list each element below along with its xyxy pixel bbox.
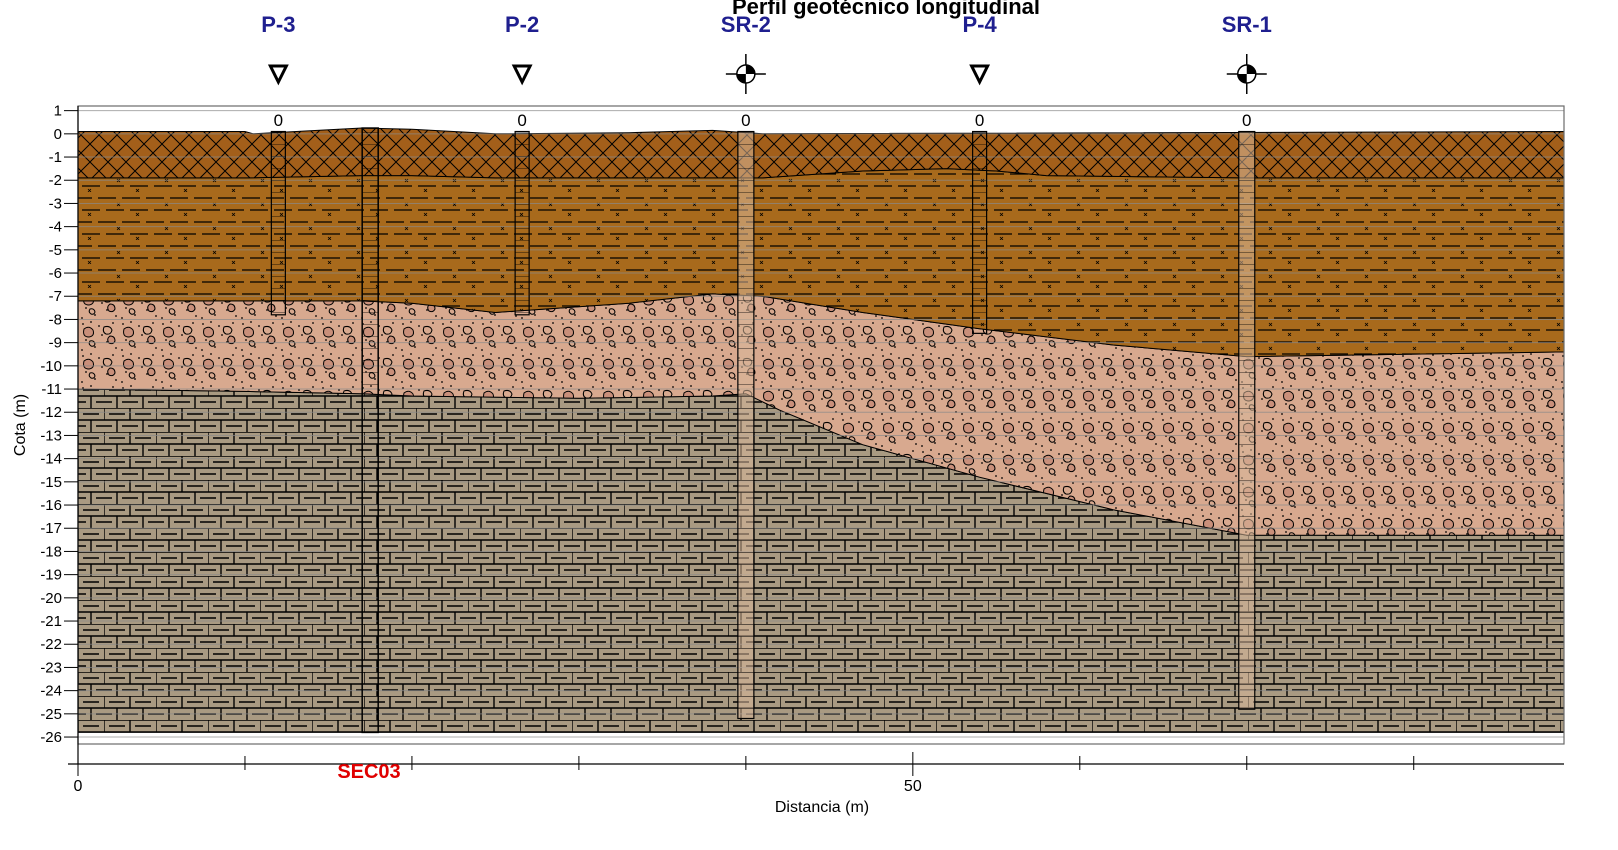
y-tick-label: -19 bbox=[40, 567, 62, 584]
borehole-column-ticks bbox=[737, 131, 754, 719]
borehole-p-2: P-2 0 bbox=[505, 12, 539, 316]
y-tick-label: -4 bbox=[49, 219, 62, 236]
piezometer-icon bbox=[511, 64, 533, 86]
borehole-depth-label: 0 bbox=[741, 111, 750, 130]
y-tick-label: -2 bbox=[49, 172, 62, 189]
y-tick-label: -22 bbox=[40, 636, 62, 653]
y-tick-label: -1 bbox=[49, 149, 62, 166]
y-tick-label: -24 bbox=[40, 683, 62, 700]
y-tick-label: -18 bbox=[40, 543, 62, 560]
y-tick-label: -6 bbox=[49, 265, 62, 282]
borehole-name: P-2 bbox=[505, 12, 539, 37]
borehole-sr-2: SR-2 0 bbox=[721, 12, 771, 720]
borehole-column-ticks bbox=[515, 131, 530, 315]
y-tick-label: -20 bbox=[40, 590, 62, 607]
piezometer-icon bbox=[969, 64, 991, 86]
borehole-column-ticks bbox=[1238, 131, 1255, 710]
y-tick-label: -26 bbox=[40, 729, 62, 746]
x-axis-title: Distancia (m) bbox=[775, 799, 869, 816]
y-tick-label: -25 bbox=[40, 706, 62, 723]
borehole-p-4: P-4 0 bbox=[962, 12, 997, 334]
boreholes: P-3 0 P-2 0 SR-2 0 P-4 0 SR-1 0 bbox=[261, 12, 1272, 720]
borehole-depth-label: 0 bbox=[975, 111, 984, 130]
borehole-depth-label: 0 bbox=[517, 111, 526, 130]
drill-symbol-icon bbox=[725, 54, 766, 94]
borehole-column-ticks bbox=[972, 131, 987, 334]
y-tick-label: -13 bbox=[40, 427, 62, 444]
y-tick-label: -9 bbox=[49, 335, 62, 352]
piezometer-icon bbox=[267, 64, 289, 86]
y-tick-label: -21 bbox=[40, 613, 62, 630]
y-tick-label: -3 bbox=[49, 195, 62, 212]
borehole-name: SR-2 bbox=[721, 12, 771, 37]
x-tick-label: 50 bbox=[904, 778, 922, 795]
chart-title: Perfil geotécnico longitudinal bbox=[732, 0, 1040, 19]
y-axis-title: Cota (m) bbox=[12, 394, 29, 456]
drill-symbol-icon bbox=[1226, 54, 1267, 94]
x-tick-label: 0 bbox=[74, 778, 83, 795]
x-axis: 0 50 bbox=[68, 752, 1564, 795]
section-line bbox=[361, 127, 379, 734]
y-tick-label: -8 bbox=[49, 311, 62, 328]
gridlines bbox=[78, 110, 1564, 738]
y-tick-label: -7 bbox=[49, 288, 62, 305]
section-label: SEC03 bbox=[337, 761, 400, 783]
y-tick-label: -12 bbox=[40, 404, 62, 421]
y-tick-label: -11 bbox=[41, 381, 62, 398]
section-column-ticks bbox=[362, 128, 379, 733]
strata-layers bbox=[78, 127, 1564, 733]
y-tick-label: -14 bbox=[40, 451, 62, 468]
borehole-name: P-3 bbox=[261, 12, 295, 37]
y-tick-label: -23 bbox=[40, 659, 62, 676]
borehole-name: SR-1 bbox=[1222, 12, 1272, 37]
y-tick-label: 0 bbox=[54, 126, 62, 143]
borehole-sr-1: SR-1 0 bbox=[1222, 12, 1272, 710]
borehole-name: P-4 bbox=[962, 12, 997, 37]
borehole-column-ticks bbox=[271, 131, 286, 315]
borehole-p-3: P-3 0 bbox=[261, 12, 295, 316]
y-tick-label: -17 bbox=[40, 520, 62, 537]
borehole-depth-label: 0 bbox=[274, 111, 283, 130]
y-tick-label: -10 bbox=[40, 358, 62, 375]
y-tick-label: -5 bbox=[49, 242, 62, 259]
y-tick-label: -16 bbox=[40, 497, 62, 514]
layer-fill bbox=[78, 127, 1564, 179]
y-tick-label: 1 bbox=[54, 103, 62, 120]
borehole-depth-label: 0 bbox=[1242, 111, 1251, 130]
y-tick-label: -15 bbox=[40, 474, 62, 491]
y-axis: 1 0 -1 -2 -3 -4 -5 -6 -7 -8 -9 -10 -11 -12 -13 -14 -15 -1… bbox=[40, 103, 79, 764]
